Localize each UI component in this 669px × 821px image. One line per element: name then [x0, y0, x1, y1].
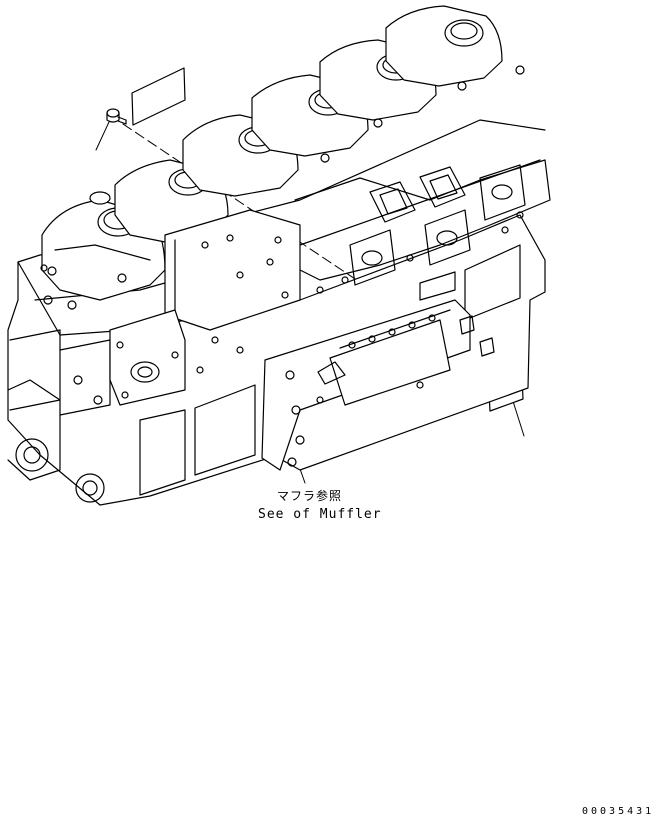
label-plate-top: [132, 68, 185, 125]
muffler-reference-jp: マフラ参照: [277, 489, 343, 503]
block-bolts: [41, 212, 523, 373]
muffler-mount-plate: [262, 300, 494, 470]
intake-manifold: [165, 160, 550, 330]
valve-cover-6: [386, 6, 524, 90]
bolt-icon: [107, 109, 126, 124]
drawing-number: 00035431: [582, 806, 655, 817]
front-bracket: [110, 310, 185, 405]
muffler-reference-en: See of Muffler: [258, 507, 382, 522]
